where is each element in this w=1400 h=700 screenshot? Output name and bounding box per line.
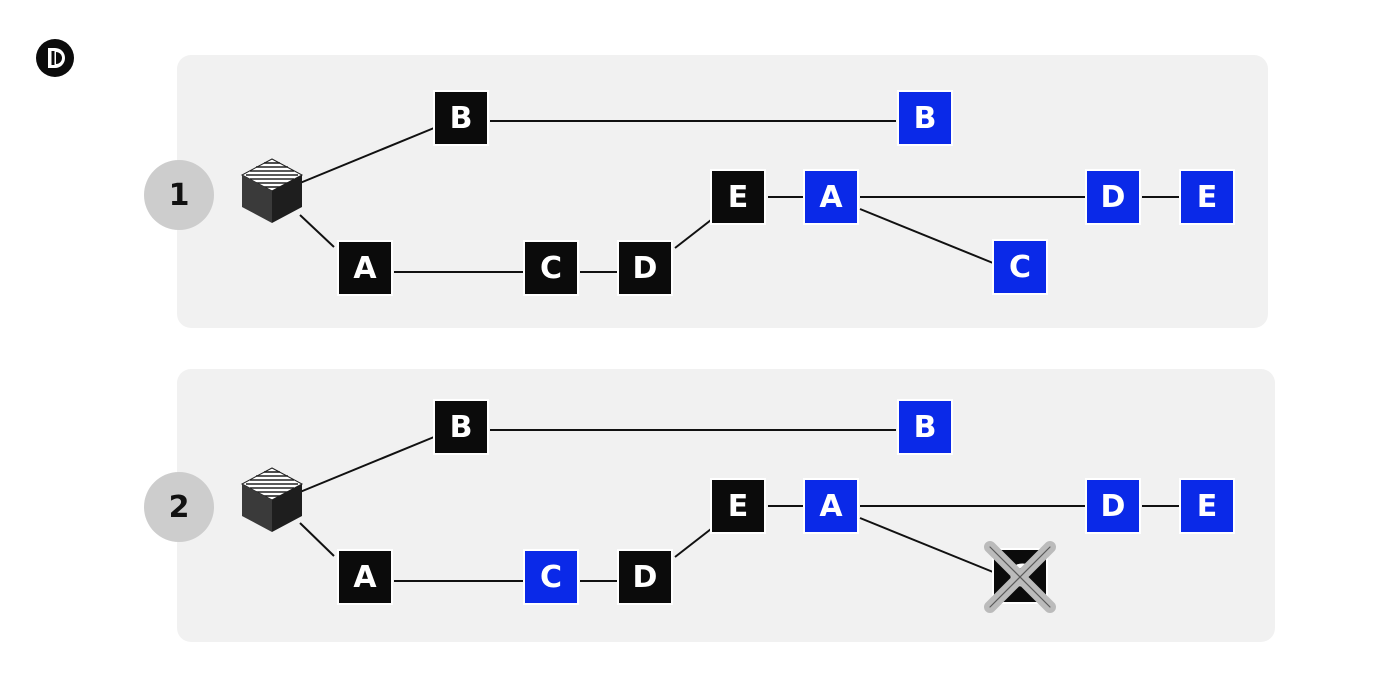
block-b-fork: B <box>897 90 953 146</box>
block-a: A <box>337 549 393 605</box>
link-a-c-blue <box>859 208 994 264</box>
cube-icon <box>240 158 304 223</box>
block-b: B <box>433 399 489 455</box>
block-e: E <box>710 478 766 534</box>
block-c: C <box>523 240 579 296</box>
step-badge: 1 <box>144 160 214 230</box>
d-logo-icon <box>36 39 74 77</box>
block-d-fork: D <box>1085 478 1141 534</box>
link-origin-b <box>299 436 435 493</box>
step-badge: 2 <box>144 472 214 542</box>
link-d-e <box>674 528 712 558</box>
remove-cross-icon <box>984 541 1056 613</box>
block-e: E <box>710 169 766 225</box>
block-b: B <box>433 90 489 146</box>
block-e-fork: E <box>1179 478 1235 534</box>
block-c-fork: C <box>523 549 579 605</box>
link-origin-a <box>299 214 335 248</box>
block-d: D <box>617 240 673 296</box>
block-a-fork: A <box>803 478 859 534</box>
link-origin-b <box>299 127 435 184</box>
link-d-e <box>674 219 712 249</box>
block-c-fork: C <box>992 239 1048 295</box>
block-e-fork: E <box>1179 169 1235 225</box>
cube-icon <box>240 467 304 532</box>
block-b-fork: B <box>897 399 953 455</box>
block-a: A <box>337 240 393 296</box>
link-origin-a <box>299 522 335 557</box>
block-a-fork: A <box>803 169 859 225</box>
link-a-c-removed <box>859 517 994 573</box>
block-d: D <box>617 549 673 605</box>
block-d-fork: D <box>1085 169 1141 225</box>
